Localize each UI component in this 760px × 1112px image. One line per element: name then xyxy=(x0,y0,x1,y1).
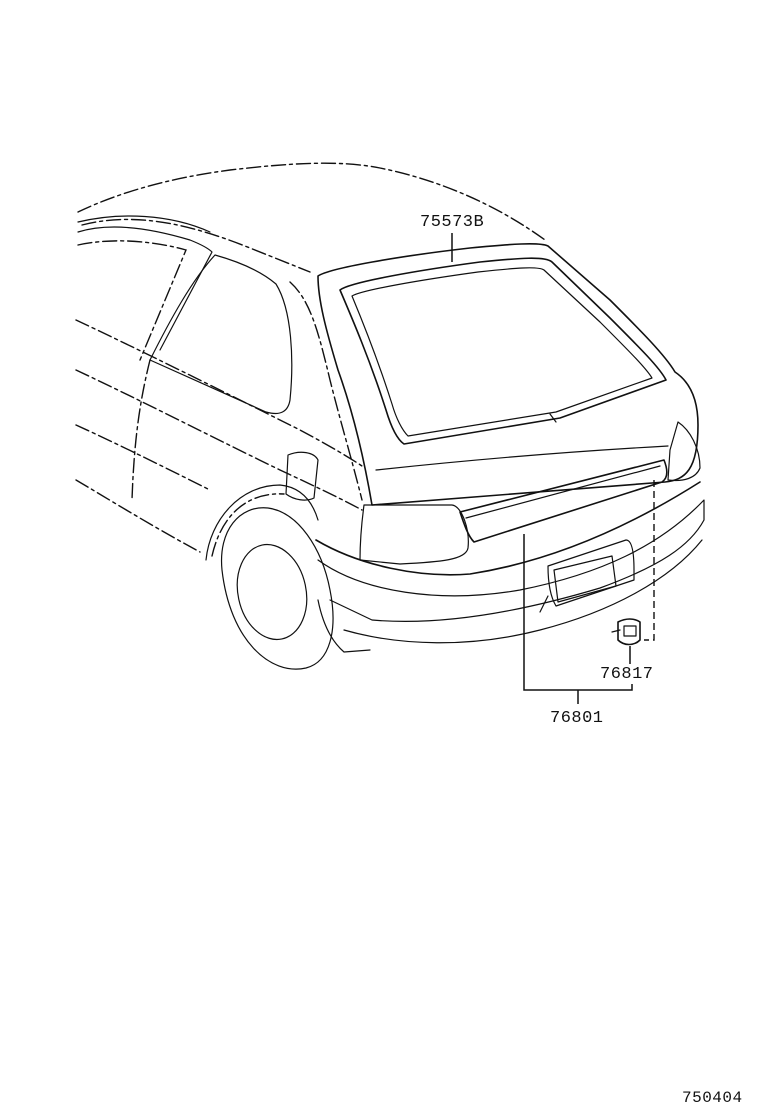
side-window-inner xyxy=(77,240,187,361)
wheel-arch xyxy=(205,484,319,561)
tail-lamp-right xyxy=(667,421,701,482)
mudflap xyxy=(317,599,371,653)
bumper-notch xyxy=(539,595,549,613)
roof-inner-line xyxy=(81,218,311,273)
tail-lamp-left xyxy=(359,504,469,565)
back-window-glass xyxy=(351,267,653,437)
body-side-line-3 xyxy=(75,479,201,553)
rear-spoiler xyxy=(459,459,668,543)
body-beltline xyxy=(75,319,363,467)
roof-outline xyxy=(77,162,546,241)
phantom-76817 xyxy=(644,480,655,641)
part-label-76817: 76817 xyxy=(600,665,654,684)
rear-spoiler-edge xyxy=(465,465,661,519)
wheel-rim xyxy=(236,543,308,641)
hatch-lower-line xyxy=(375,445,669,471)
wiper-mark xyxy=(549,413,557,423)
part-label-76801: 76801 xyxy=(550,709,604,728)
c-pillar-line xyxy=(289,281,363,501)
plate-recess xyxy=(547,539,635,607)
leader-76801 xyxy=(523,534,633,704)
side-window-frame xyxy=(77,226,213,351)
tire-outer xyxy=(220,507,334,670)
fuel-door xyxy=(285,451,319,501)
back-window-molding xyxy=(339,257,667,445)
rear-bumper-face xyxy=(317,499,705,622)
body-side-line-2 xyxy=(75,424,211,491)
body-side-line-1 xyxy=(75,369,363,511)
rear-bumper-top xyxy=(315,481,701,576)
door-rear-edge xyxy=(131,359,151,501)
diagram-number: 750404 xyxy=(682,1089,743,1107)
part-label-75573b: 75573B xyxy=(420,213,485,232)
bracket-76817 xyxy=(617,618,641,646)
rear-bumper-bottom xyxy=(343,539,703,644)
wheel-arch-flare xyxy=(211,493,285,557)
quarter-window xyxy=(149,254,293,415)
bracket-76817-detail xyxy=(611,625,637,637)
hatch-outer xyxy=(317,243,699,506)
roof-edge-line xyxy=(77,215,211,233)
